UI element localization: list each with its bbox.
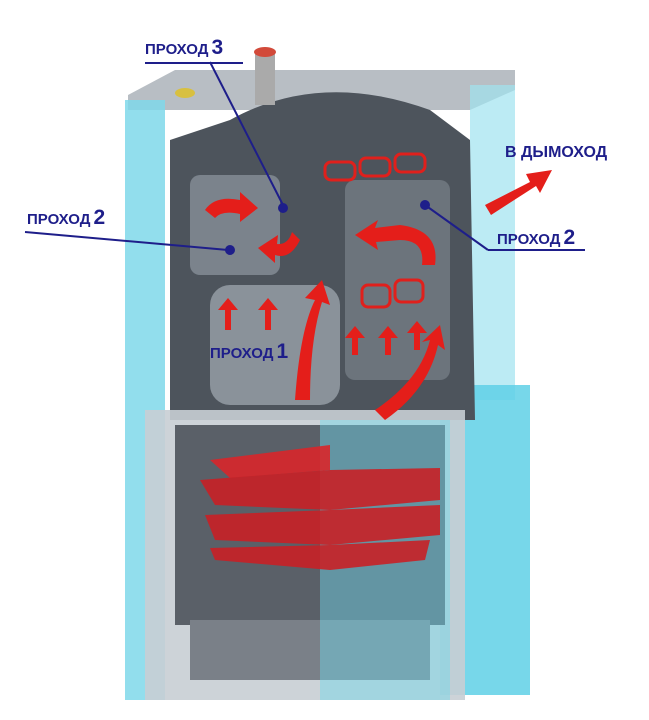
top-pipe-cap (254, 47, 276, 57)
inner-section-left (190, 175, 280, 275)
leader-lines (24, 61, 585, 255)
ashpit (190, 620, 430, 680)
arrow-up (218, 298, 238, 330)
arrow-pass2 (205, 192, 258, 222)
top-pipe (255, 50, 275, 105)
flame-bar (200, 468, 440, 510)
arrow-pass3 (258, 232, 300, 263)
arrow-chimney (485, 170, 552, 215)
arrow-up (378, 326, 398, 355)
flame-bar (210, 445, 330, 478)
arrow-up (345, 326, 365, 355)
flue-outlets (323, 152, 427, 309)
arrow-up (258, 298, 278, 330)
arrow-return (355, 220, 436, 265)
arrow-main (295, 280, 330, 400)
label-chimney: В ДЫМОХОД (505, 144, 608, 161)
fitting (175, 88, 195, 98)
arrow-up (407, 321, 427, 350)
flame-bar (210, 540, 430, 570)
arrow-right-flow (375, 325, 445, 420)
flame-bar (205, 505, 440, 545)
flow-arrows (205, 170, 552, 420)
casing-top (128, 70, 515, 110)
